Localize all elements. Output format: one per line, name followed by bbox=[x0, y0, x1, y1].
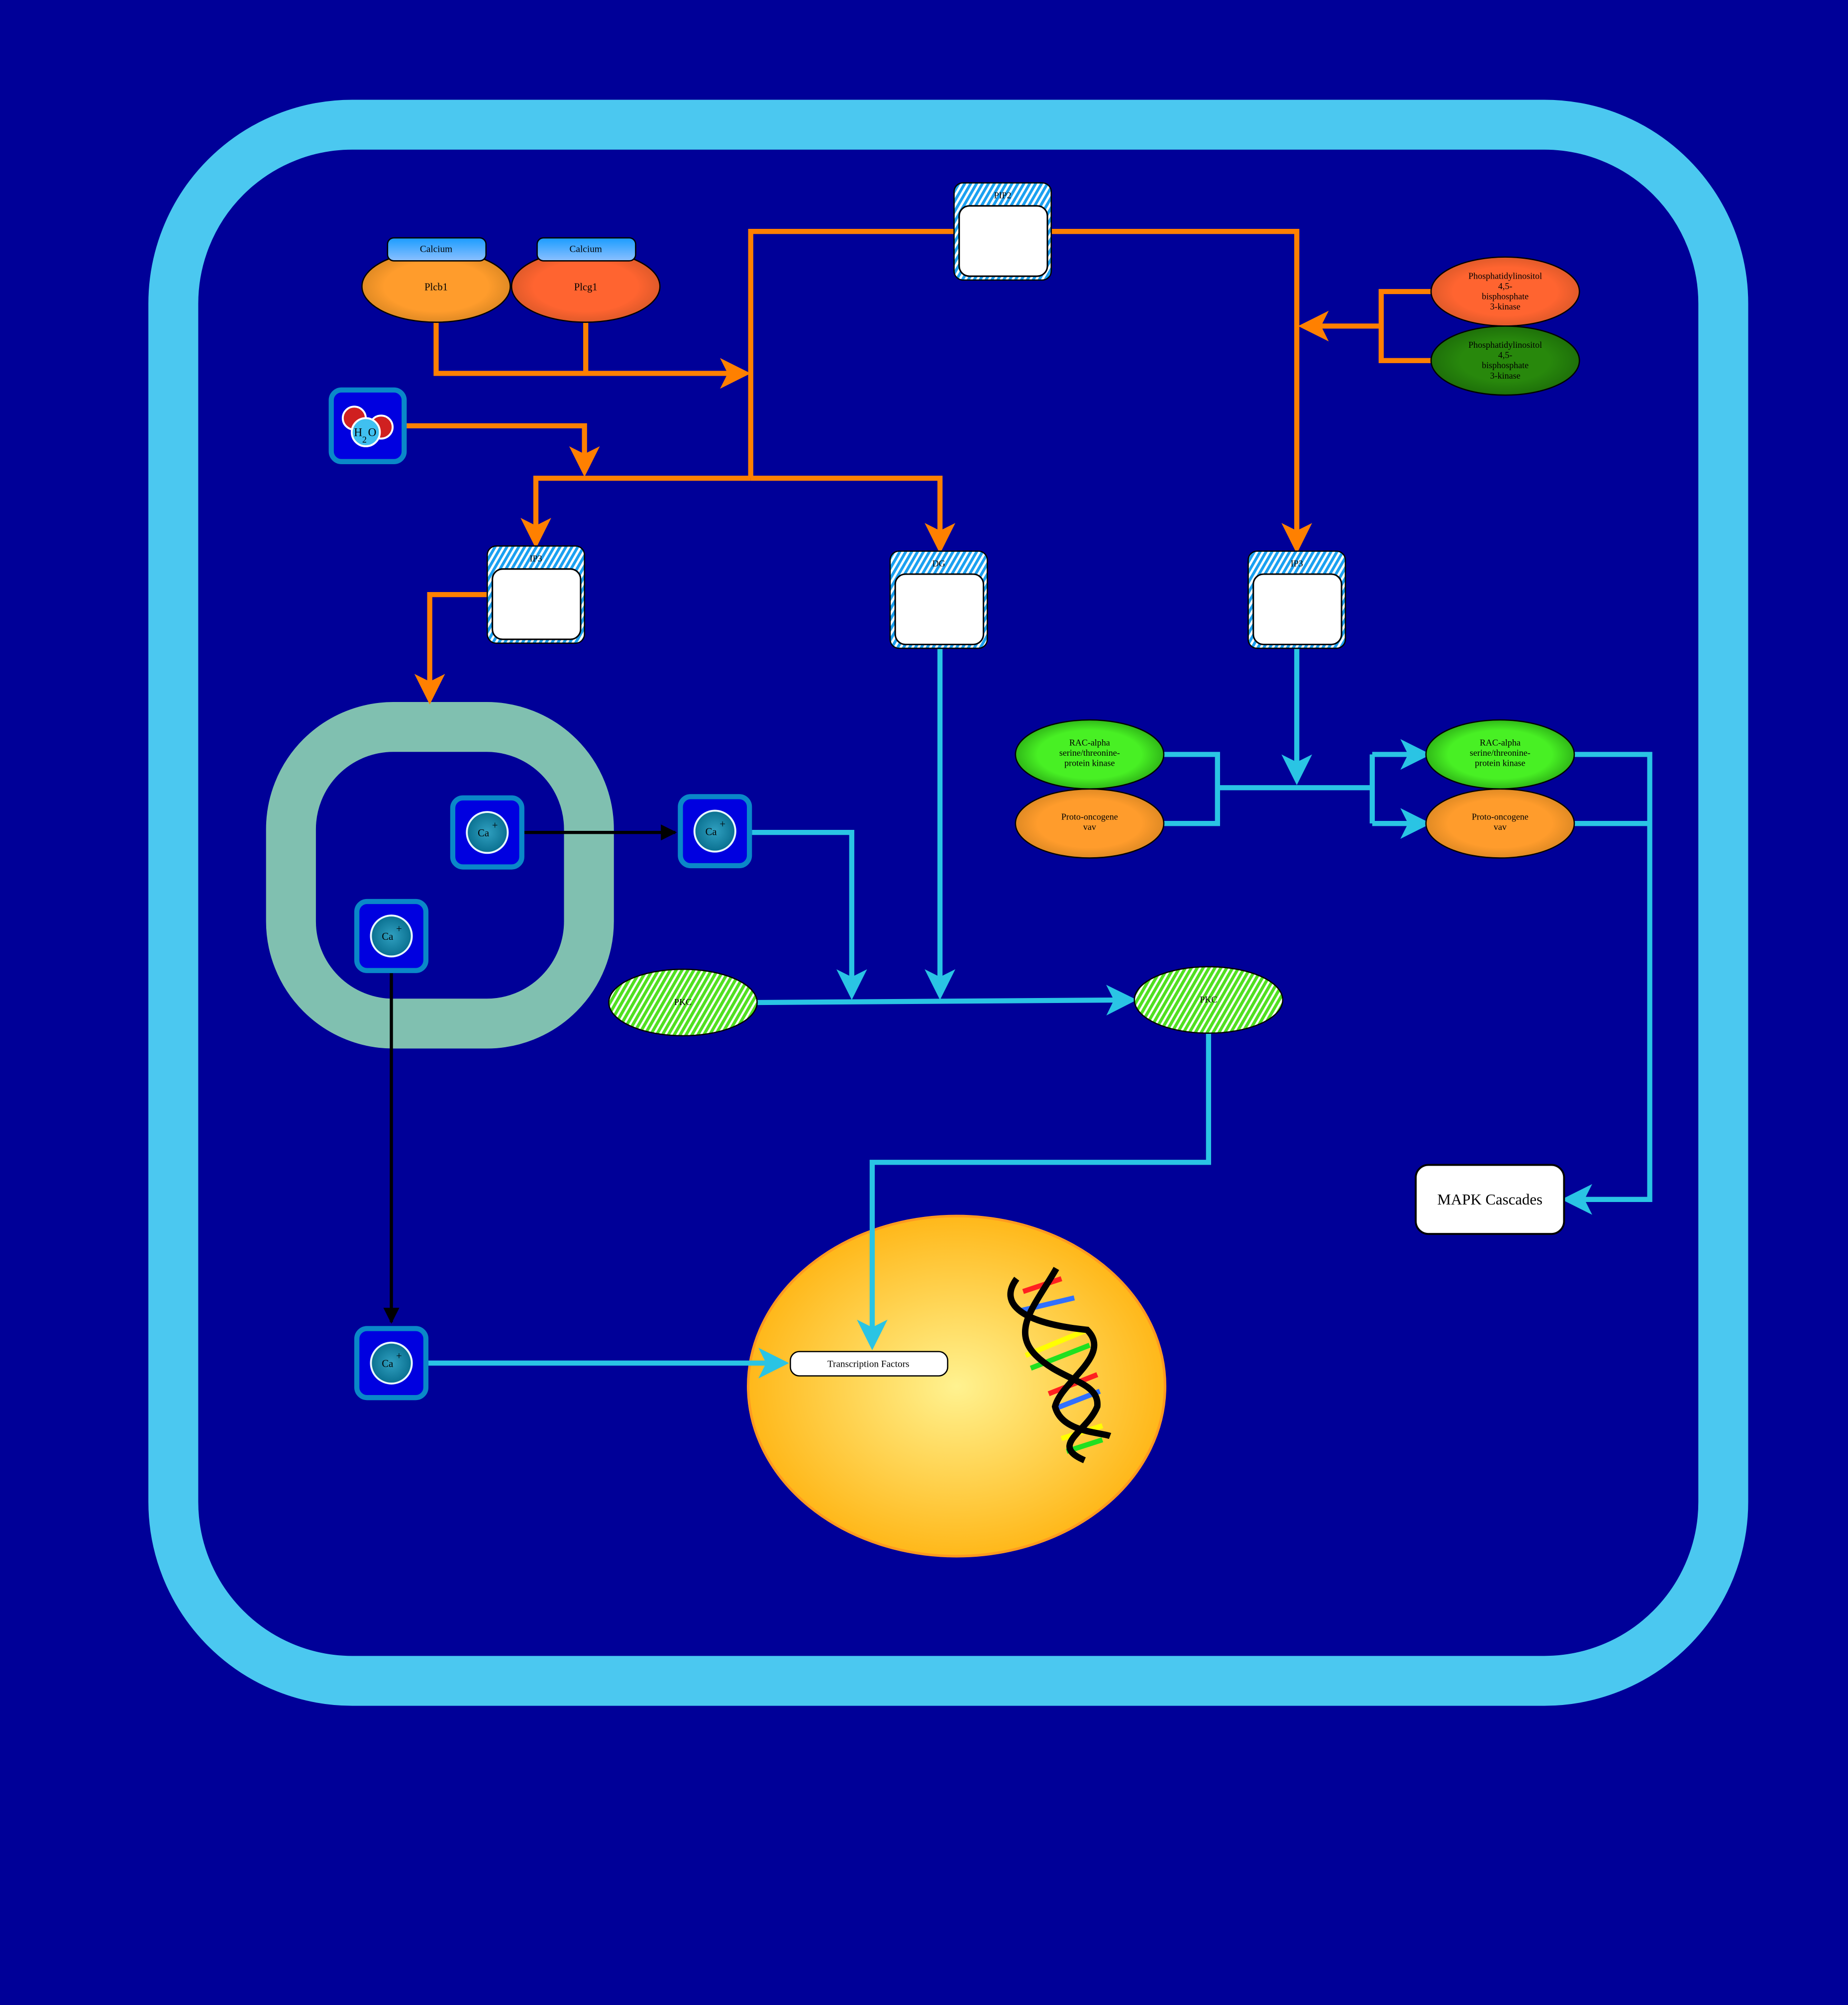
dna-icon bbox=[1007, 1267, 1112, 1464]
cyan-connectors bbox=[428, 648, 1652, 1379]
svg-text:Ca: Ca bbox=[478, 828, 489, 839]
pkc-inactive[interactable]: PKC bbox=[608, 968, 758, 1037]
calcium-tag-plcg1: Calcium bbox=[536, 237, 636, 262]
nucleus bbox=[747, 1214, 1167, 1558]
svg-text:+: + bbox=[396, 924, 402, 935]
svg-text:Ca: Ca bbox=[382, 931, 393, 942]
black-connectors bbox=[383, 824, 677, 1324]
ip3-node-left[interactable]: IP3 bbox=[487, 545, 585, 644]
svg-text:Ca: Ca bbox=[382, 1358, 393, 1369]
endoplasmic-reticulum bbox=[266, 702, 614, 1049]
ip3-node-right[interactable]: IP3 bbox=[1247, 550, 1346, 649]
svg-text:PIP2: PIP2 bbox=[994, 190, 1012, 200]
svg-text:IP3: IP3 bbox=[1291, 559, 1303, 569]
svg-text:H: H bbox=[354, 426, 362, 439]
orange-connectors bbox=[404, 229, 1432, 705]
svg-text:O: O bbox=[368, 426, 377, 439]
svg-text:Transcription Factors: Transcription Factors bbox=[827, 1359, 910, 1369]
calcium-ion-cytosol[interactable]: Ca+ bbox=[680, 797, 749, 866]
svg-text:+: + bbox=[492, 820, 498, 831]
svg-text:PKC: PKC bbox=[674, 997, 692, 1007]
calcium-ion-bottom[interactable]: Ca+ bbox=[357, 1328, 426, 1398]
svg-text:Calcium: Calcium bbox=[420, 244, 452, 254]
pkc-active[interactable]: PKC bbox=[1133, 966, 1284, 1034]
svg-text:+: + bbox=[719, 819, 725, 830]
calcium-ion-er-lower[interactable]: Ca+ bbox=[357, 902, 426, 971]
plcg1-label: Plcg1 bbox=[574, 282, 598, 293]
calcium-tag-plcb1: Calcium bbox=[387, 237, 487, 262]
calcium-ion-er[interactable]: Ca+ bbox=[453, 798, 522, 867]
plcb1-node[interactable]: Plcb1 bbox=[361, 250, 511, 323]
pip2-node[interactable]: PIP2 bbox=[953, 182, 1052, 281]
svg-text:DG: DG bbox=[932, 559, 945, 569]
svg-text:Calcium: Calcium bbox=[570, 244, 602, 254]
plcb1-label: Plcb1 bbox=[424, 282, 448, 293]
svg-text:PKC: PKC bbox=[1200, 995, 1217, 1004]
dg-node[interactable]: DG bbox=[889, 550, 988, 649]
mapk-cascades-node[interactable]: MAPK Cascades bbox=[1415, 1164, 1565, 1235]
svg-text:MAPK Cascades: MAPK Cascades bbox=[1437, 1191, 1543, 1208]
svg-text:IP3: IP3 bbox=[529, 553, 542, 563]
cell-membrane bbox=[148, 100, 1748, 1706]
svg-text:+: + bbox=[396, 1351, 402, 1362]
water-molecule-icon[interactable]: H 2 O bbox=[328, 387, 407, 464]
svg-text:Ca: Ca bbox=[706, 826, 717, 837]
svg-text:2: 2 bbox=[362, 434, 367, 444]
transcription-factors-node[interactable]: Transcription Factors bbox=[790, 1351, 948, 1377]
